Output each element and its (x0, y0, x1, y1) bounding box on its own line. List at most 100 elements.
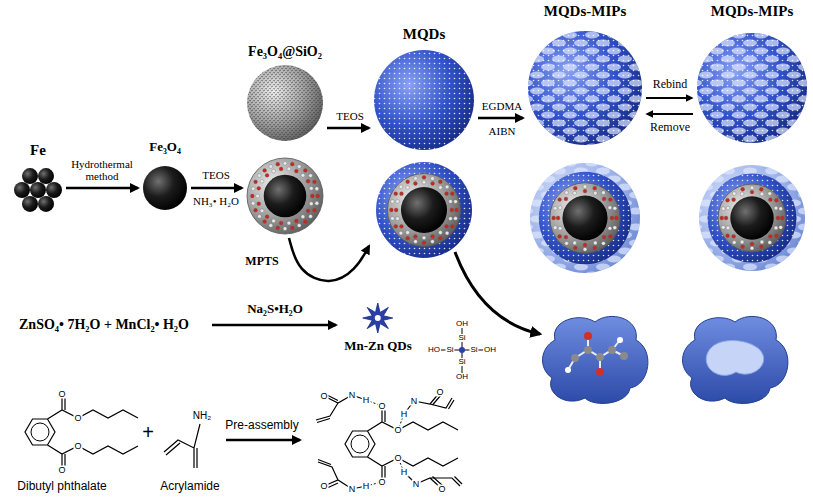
edge-label: TEOS (201, 169, 231, 181)
node-shape (526, 3, 644, 276)
silica-atom (449, 199, 453, 203)
silica-atom (726, 198, 730, 202)
silica-atom (558, 198, 562, 202)
silica-atom (294, 219, 298, 223)
silica-atom (726, 206, 730, 210)
silica-atom (750, 190, 754, 194)
silica-atom (602, 197, 606, 201)
node-title: Fe₃O₄@SiO₂ (248, 44, 322, 60)
silica-atom (450, 224, 454, 228)
silica-atom (779, 207, 783, 211)
atom-label: O (435, 388, 444, 397)
silica-atom (750, 186, 754, 190)
silica-atom (414, 177, 418, 181)
atom-label: O (319, 392, 328, 401)
silica-atom (254, 180, 258, 184)
silica-atom (732, 241, 736, 245)
silica-atom (593, 186, 597, 190)
node-shape (372, 26, 476, 261)
silica-atom (258, 174, 262, 178)
silica-atom (438, 186, 442, 190)
silica-atom (297, 165, 301, 169)
silica-atom (721, 225, 725, 229)
silica-atom (269, 224, 273, 228)
silica-atom (438, 236, 442, 240)
silica-atom (306, 209, 310, 213)
plus-sign: + (141, 421, 155, 443)
silica-atom (740, 240, 744, 244)
silica-atom (422, 241, 426, 245)
fe3o4-sphere: Fe₃O₄ (141, 140, 189, 212)
silica-atom (431, 182, 435, 186)
silica-atom (556, 216, 560, 220)
silica-atom (558, 206, 562, 210)
silica-shell (550, 183, 620, 253)
silica-atom (741, 245, 745, 249)
imprinted-cavities (530, 163, 640, 273)
silica-atom (414, 240, 418, 244)
silica-atom (431, 235, 435, 239)
silica-atom (573, 241, 577, 245)
edge-label: Hydrothermal method (65, 158, 139, 182)
silica-atom (720, 216, 724, 220)
silica-atom (602, 235, 606, 239)
silica-atom (760, 192, 764, 196)
atom-label: N (348, 391, 357, 400)
silica-atom (565, 191, 569, 195)
silica-atom (613, 206, 617, 210)
silica-atom (768, 234, 772, 238)
silica-atom (776, 216, 780, 220)
oxygen-atom (584, 332, 592, 340)
atom-label: H (362, 396, 371, 405)
silica-atom (316, 194, 320, 198)
silica-atom (251, 187, 255, 191)
silica-atom (750, 246, 754, 250)
reagent-label: Na₂S•H₂O (246, 302, 304, 316)
node-shape (245, 44, 325, 236)
compound-name: Dibutyl phthalate (16, 480, 107, 493)
carbon-atom (596, 353, 604, 361)
silica-atom (741, 187, 745, 191)
molecule-bonds (316, 392, 460, 489)
silica-atom (445, 185, 449, 189)
carbon-atom (571, 354, 579, 362)
atom-label: O (73, 442, 82, 451)
silica-atom (394, 192, 398, 196)
silica-atom (732, 192, 736, 196)
silica-atom (263, 220, 267, 224)
iron-particle (38, 168, 54, 184)
compound-name: Acrylamide (159, 480, 220, 493)
imprinted-cavities (697, 33, 807, 143)
magnetic-core (401, 187, 447, 233)
silica-atom (438, 180, 442, 184)
silica-atom (254, 208, 258, 212)
silica-atom (406, 186, 410, 190)
qd-shell (376, 162, 472, 258)
silica-atom (583, 189, 587, 193)
reagent-label: AIBN (488, 125, 517, 137)
aromatic-ring (31, 423, 49, 441)
atom-label: HO (427, 346, 441, 354)
silica-atom (257, 186, 261, 190)
atom-label: O (393, 426, 402, 435)
atom-label: Si (469, 346, 478, 354)
atom-label: OH (455, 320, 469, 328)
core-shell-sphere: Fe₃O₄@SiO₂ (245, 44, 325, 236)
atom-label: H (400, 468, 409, 477)
node-title: MQDs-MIPs (544, 3, 627, 20)
silica-atom (779, 225, 783, 229)
carbon-atom (620, 352, 628, 360)
silica-atom (258, 214, 262, 218)
silica-atom (614, 216, 618, 220)
polymer-template (683, 316, 788, 403)
silica-atom (276, 226, 280, 230)
polymer-shell (530, 163, 640, 273)
silica-atom (287, 221, 291, 225)
aromatic-ring (351, 435, 369, 453)
iron-particle (30, 182, 46, 198)
quantum-dot (459, 347, 465, 353)
silica-atom (450, 208, 454, 212)
silica-atom (399, 231, 403, 235)
silica-atom (422, 180, 426, 184)
edge-label: TEOS (335, 110, 365, 122)
